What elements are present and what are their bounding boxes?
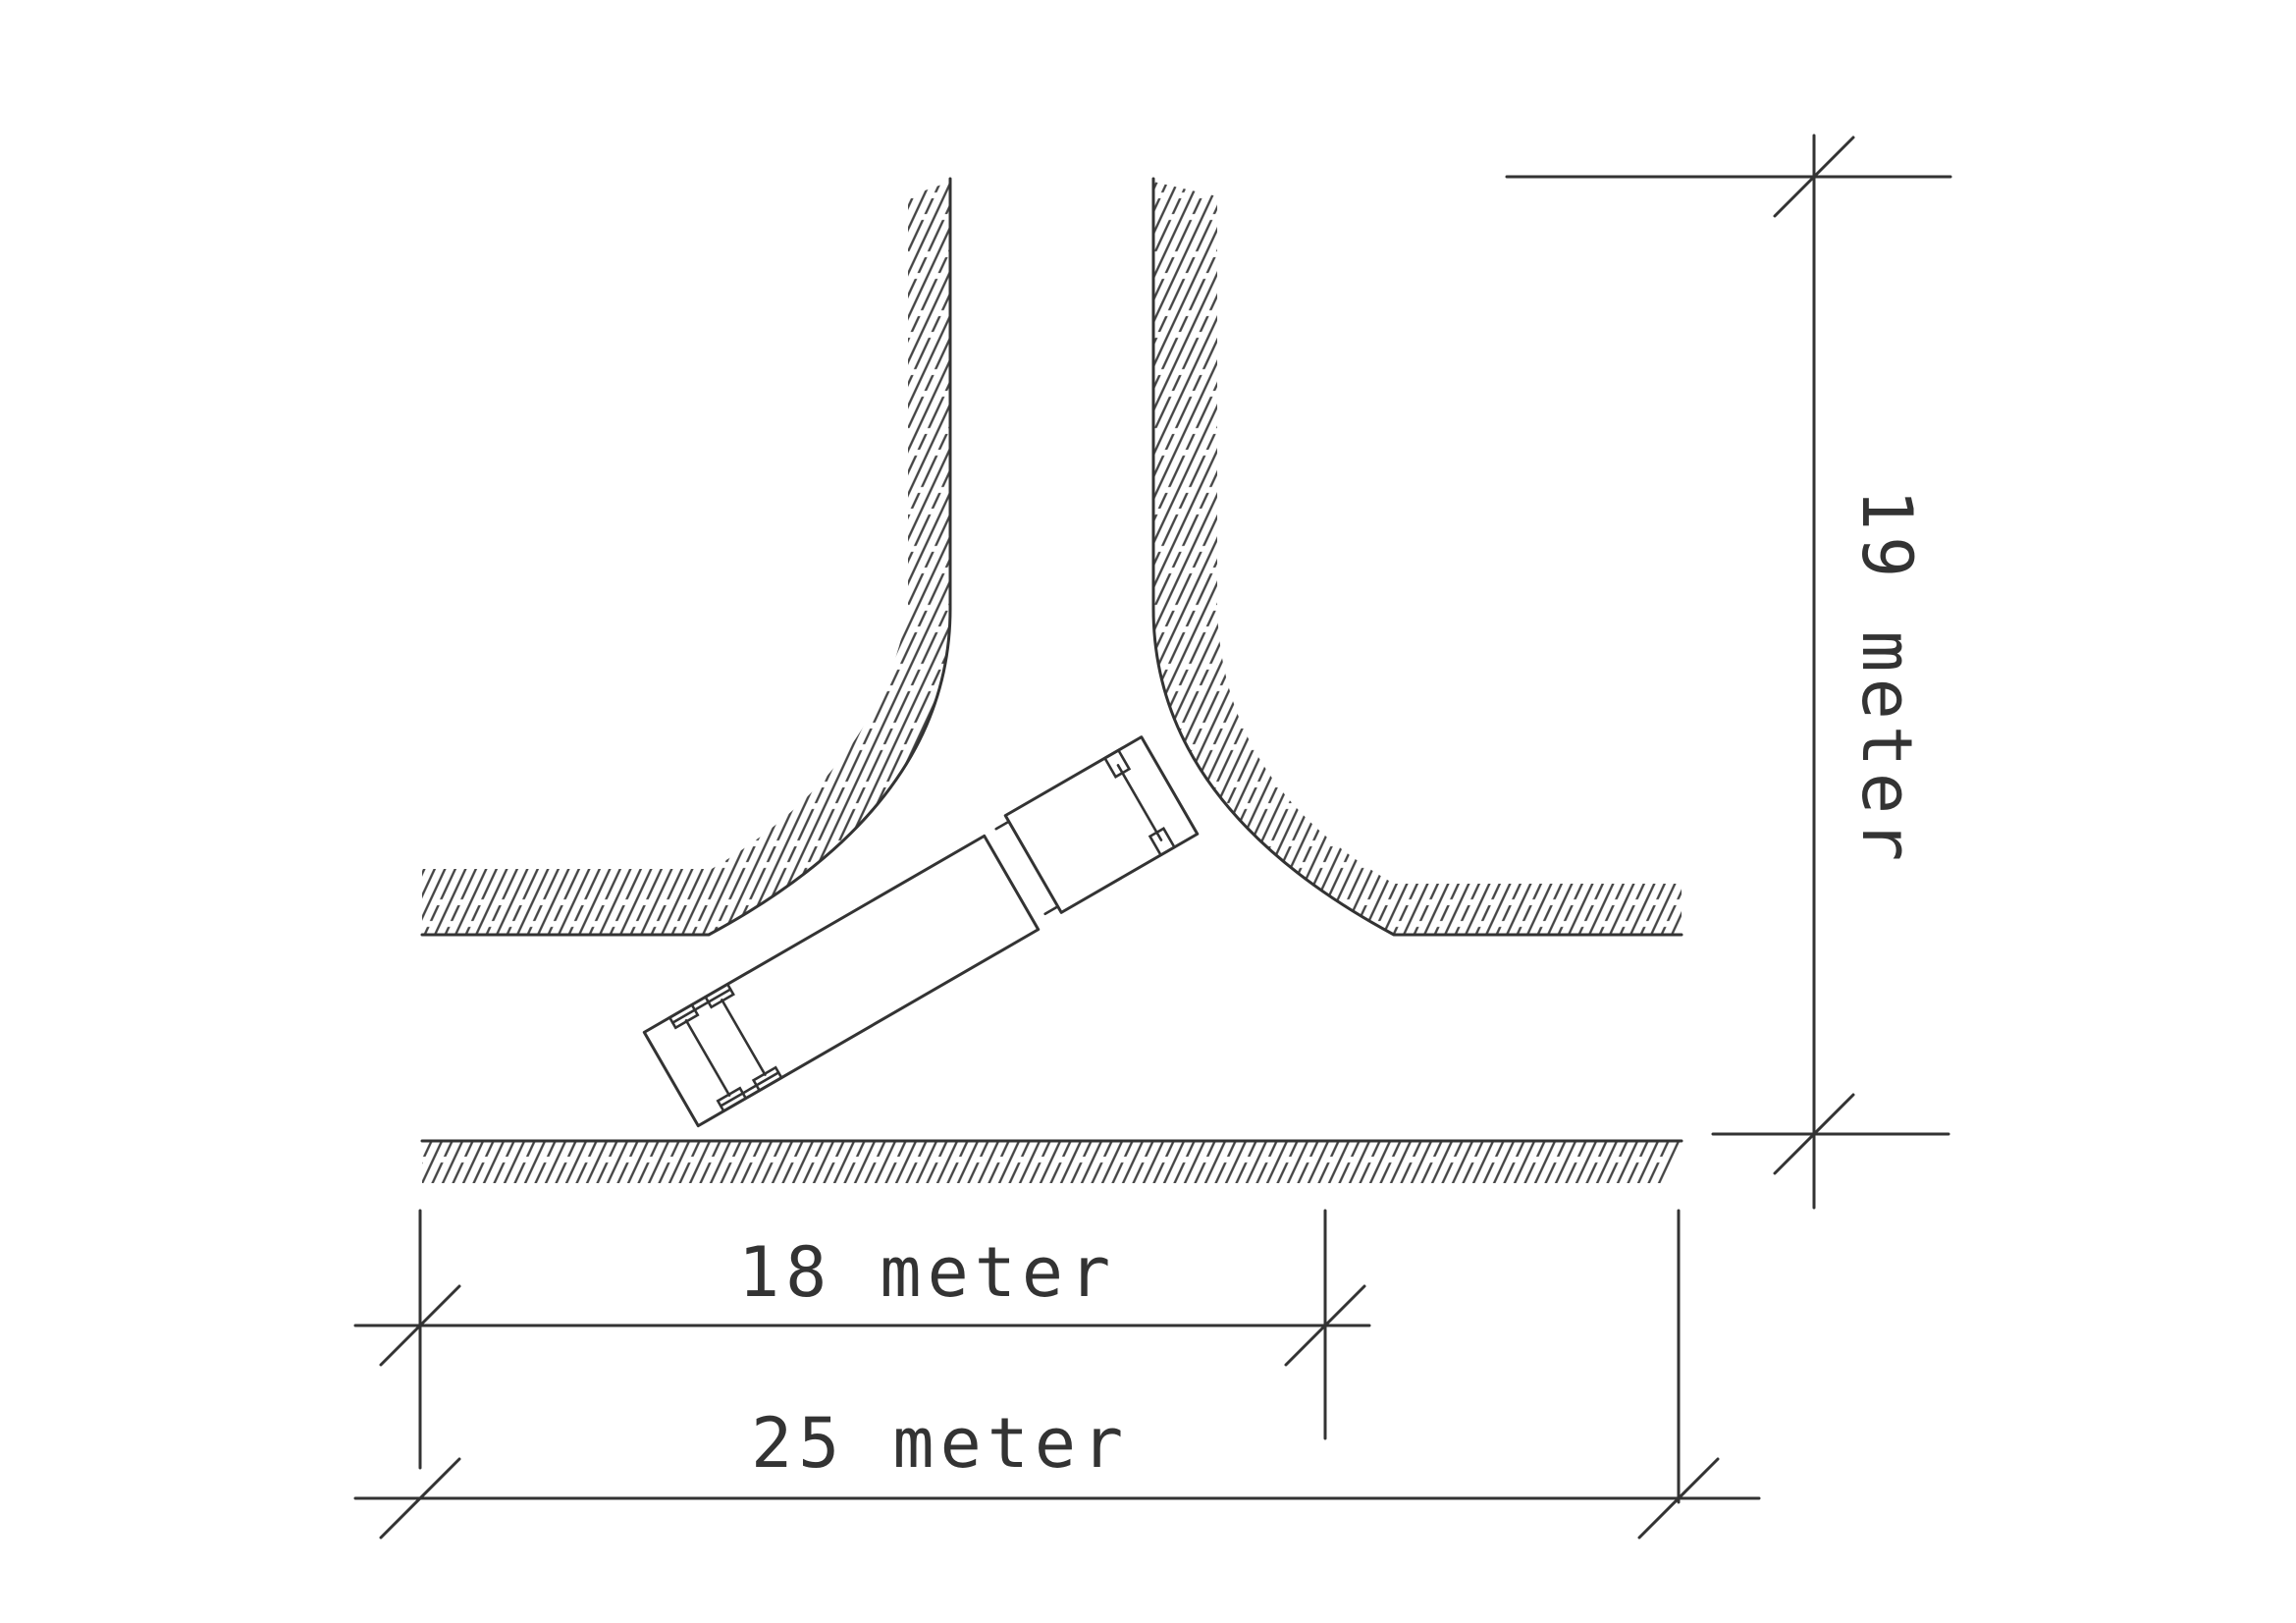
hatch-bottom-kerb: [422, 1141, 1682, 1183]
kerb-hatching: [422, 182, 1682, 1183]
truck-trailer: [642, 834, 1041, 1128]
dimension-label-18: 18 meter: [738, 1232, 1116, 1313]
road-edge-right-corner: [1151, 177, 1683, 937]
dimension-label-19: 19 meter: [1846, 489, 1927, 867]
hatch-right-corner: [1153, 182, 1682, 935]
hatch-left-corner: [422, 182, 950, 935]
truck-cab: [994, 735, 1200, 916]
dimension-label-25: 25 meter: [751, 1403, 1129, 1484]
road-edges: [420, 177, 1683, 1143]
dimension-horizontal-short: 18 meter: [353, 1209, 1371, 1470]
dimension-vertical: 19 meter: [1505, 134, 1952, 1210]
road-edge-left-corner: [420, 177, 952, 937]
truck: [642, 735, 1200, 1128]
dimension-horizontal-long: 25 meter: [353, 1209, 1761, 1540]
